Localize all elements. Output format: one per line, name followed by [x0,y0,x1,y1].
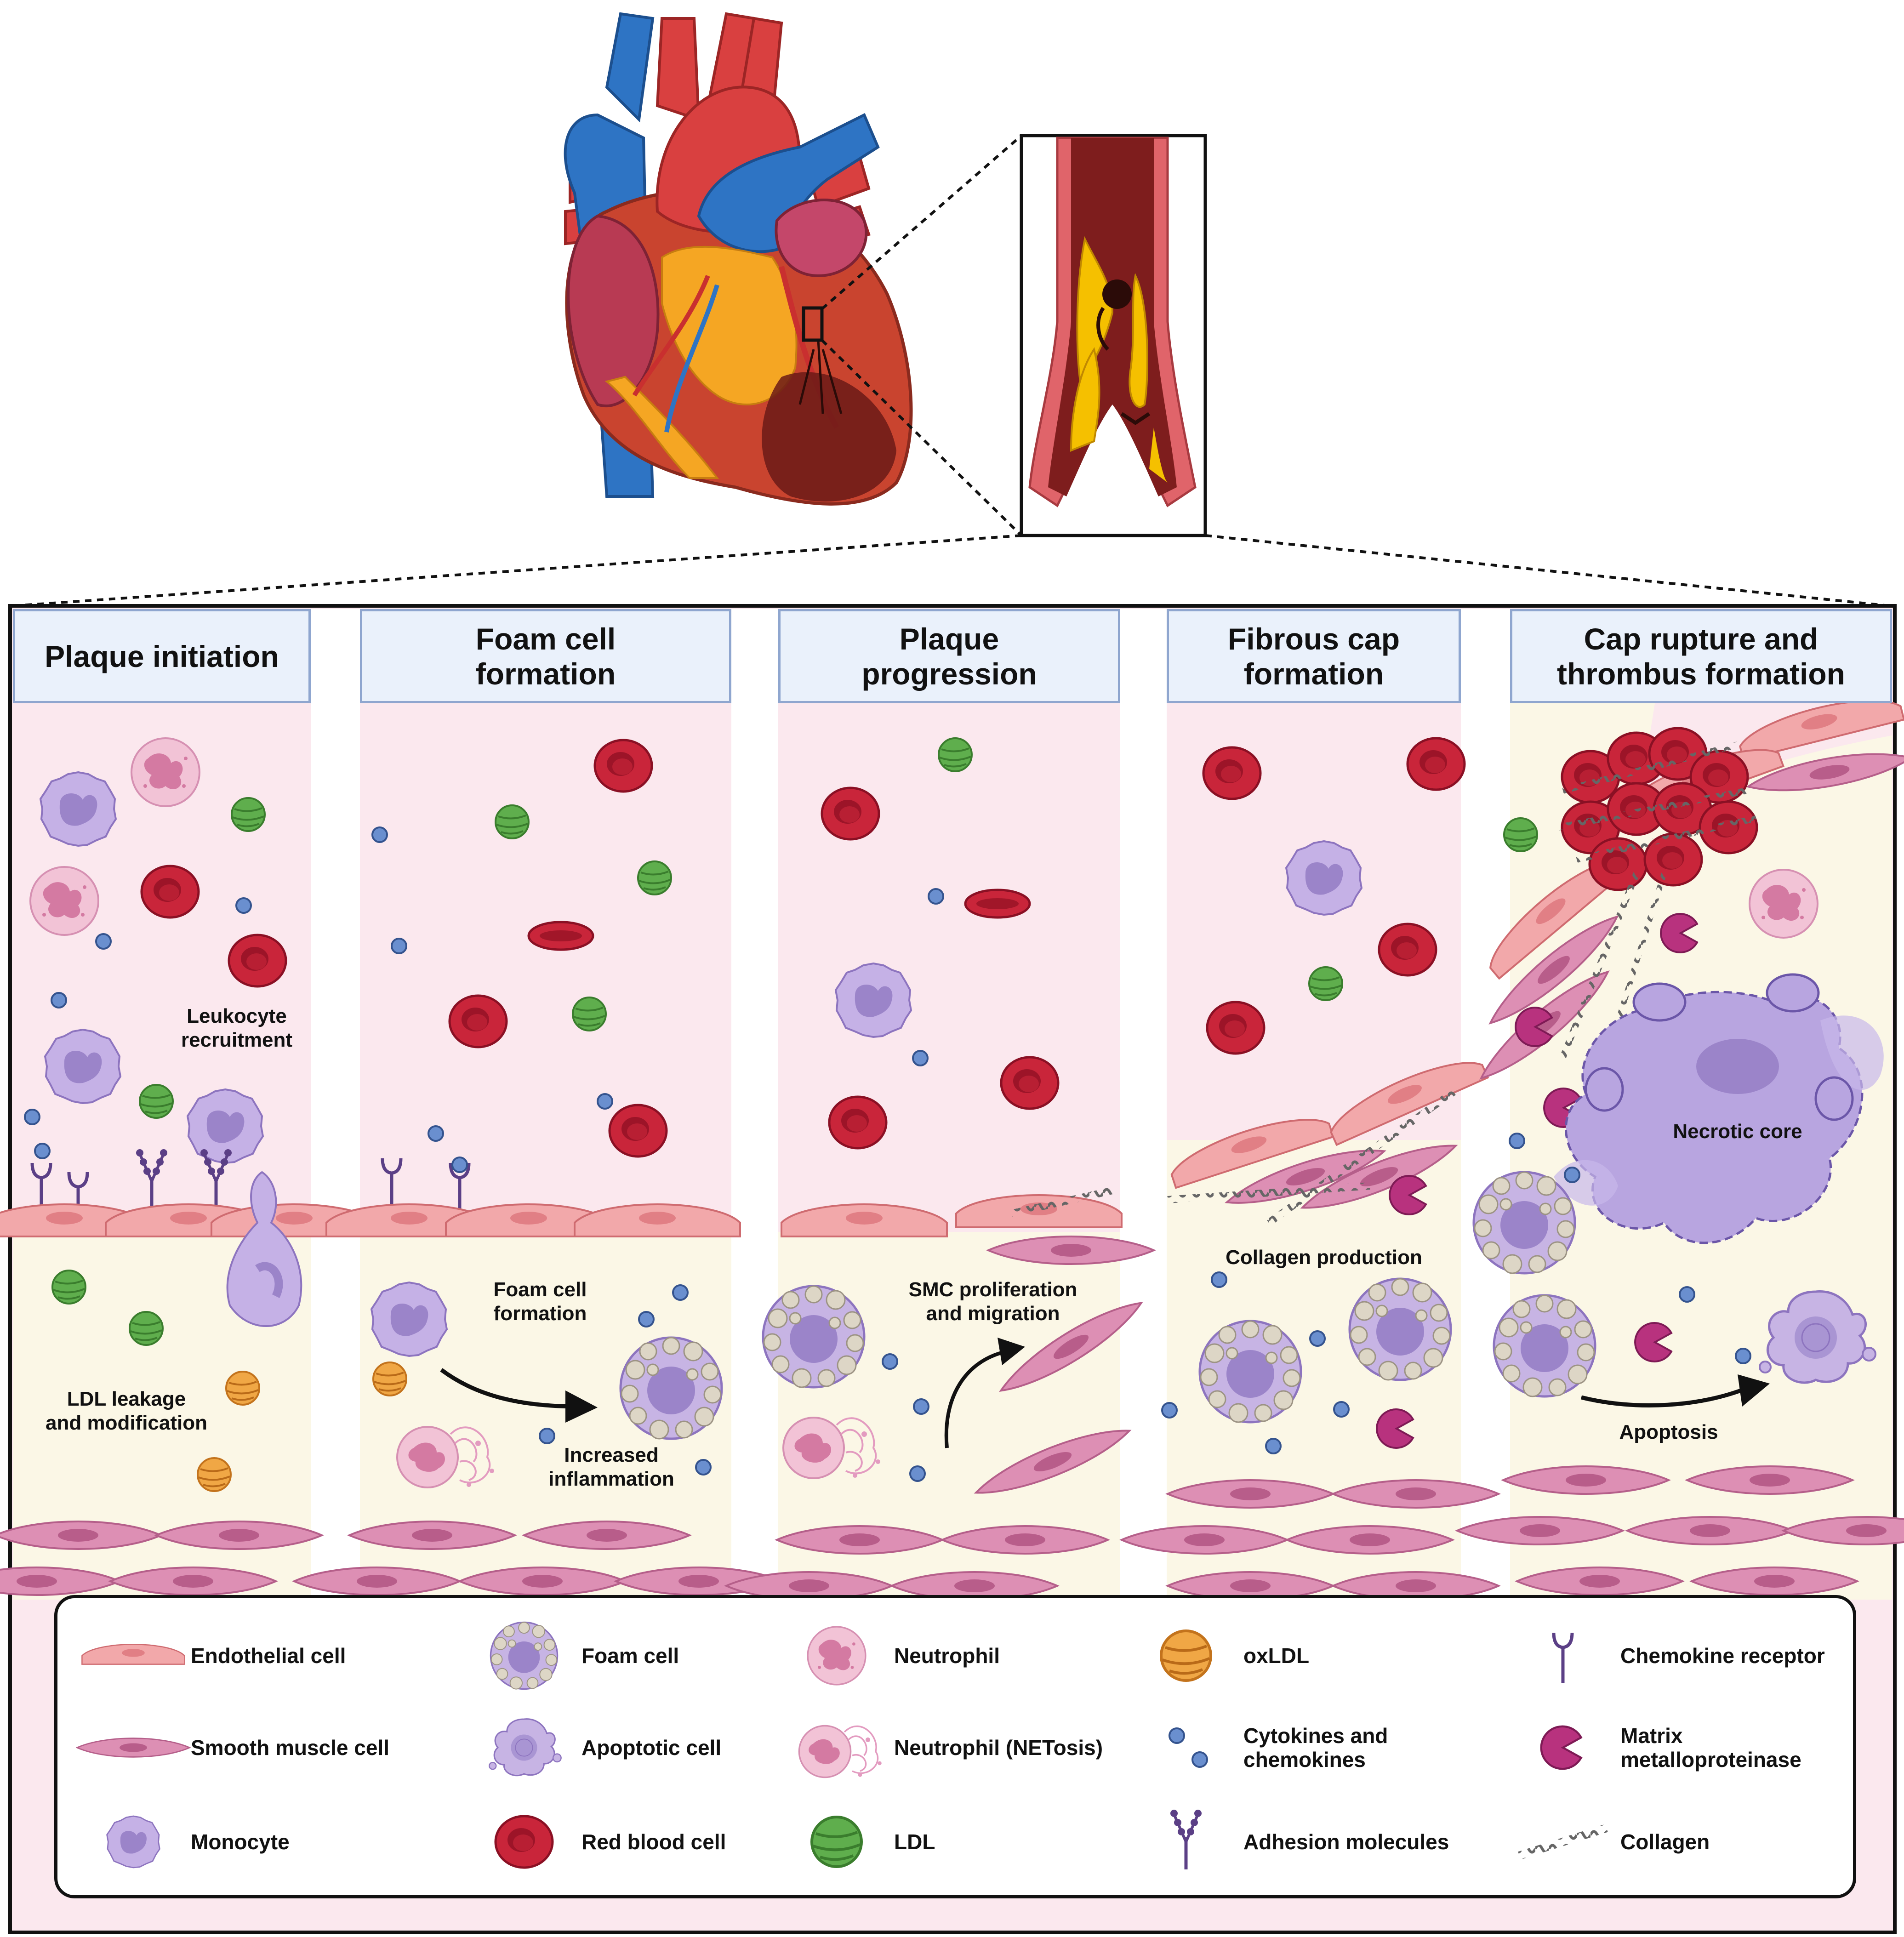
label-collagen-production: Collagen production [1226,1246,1422,1269]
legend-item-smooth-muscle: Smooth muscle cell [76,1709,389,1787]
legend-item-collagen: Collagen [1505,1803,1710,1881]
panel-4-scene [1121,738,1499,1601]
apoptotic-cell-icon [488,1718,562,1777]
label-ldl-leakage: LDL leakage and modification [46,1388,207,1434]
monocyte-icon [106,1815,160,1869]
matrix-metalloproteinase-icon [1505,1709,1620,1787]
neutrophil-icon [807,1626,866,1686]
legend-item-endothelial: Endothelial cell [76,1617,346,1695]
label-foam-cell-formation: Foam cell formation [493,1278,587,1325]
legend: Endothelial cell Smooth muscle cell Mono… [54,1595,1856,1898]
adhesion-molecules-icon [1129,1803,1243,1881]
chemokine-receptor-icon [1505,1617,1620,1695]
legend-item-oxldl: oxLDL [1129,1617,1309,1695]
legend-item-neutrophil: Neutrophil [779,1617,1000,1695]
label-increased-inflammation: Increased inflammation [548,1444,674,1490]
ldl-icon [779,1803,894,1881]
zoom-connectors [13,134,1890,607]
endothelial-cell-icon [81,1643,185,1665]
heart-illustration [564,12,913,506]
cytokines-icon [1169,1727,1208,1768]
legend-item-adhesion: Adhesion molecules [1129,1803,1449,1881]
label-necrotic-core: Necrotic core [1673,1120,1802,1143]
artery-inset [1020,134,1207,537]
label-leukocyte-recruitment: Leukocyte recruitment [181,1005,293,1051]
legend-item-foam: Foam cell [467,1617,679,1695]
panel-1-scene [0,737,378,1596]
panel-5-scene [1456,687,1904,1596]
panel-title-plaque-progression: Plaque progression [778,609,1120,703]
panel-title-plaque-initiation: Plaque initiation [13,609,311,703]
collagen-icon [1518,1824,1608,1860]
legend-item-apoptotic: Apoptotic cell [467,1709,721,1787]
panel-title-foam-cell-formation: Foam cell formation [360,609,731,703]
legend-item-rbc: Red blood cell [467,1803,726,1881]
label-apoptosis: Apoptosis [1619,1421,1718,1443]
label-smc-proliferation: SMC proliferation and migration [908,1278,1077,1325]
panel-3-scene [725,737,1155,1601]
panel-title-cap-rupture: Cap rupture and thrombus formation [1510,609,1892,703]
neutrophil-netosis-icon [798,1725,883,1778]
red-blood-cell-icon [467,1803,581,1881]
legend-item-ldl: LDL [779,1803,935,1881]
panel-title-fibrous-cap-formation: Fibrous cap formation [1167,609,1461,703]
legend-item-chemokine-receptor: Chemokine receptor [1505,1617,1825,1695]
foam-cell-icon [490,1621,559,1690]
legend-item-netosis: Neutrophil (NETosis) [779,1709,1103,1787]
legend-item-monocyte: Monocyte [76,1803,290,1881]
panel-2-scene [293,740,782,1596]
smooth-muscle-cell-icon [76,1738,190,1758]
oxldl-icon [1129,1617,1243,1695]
